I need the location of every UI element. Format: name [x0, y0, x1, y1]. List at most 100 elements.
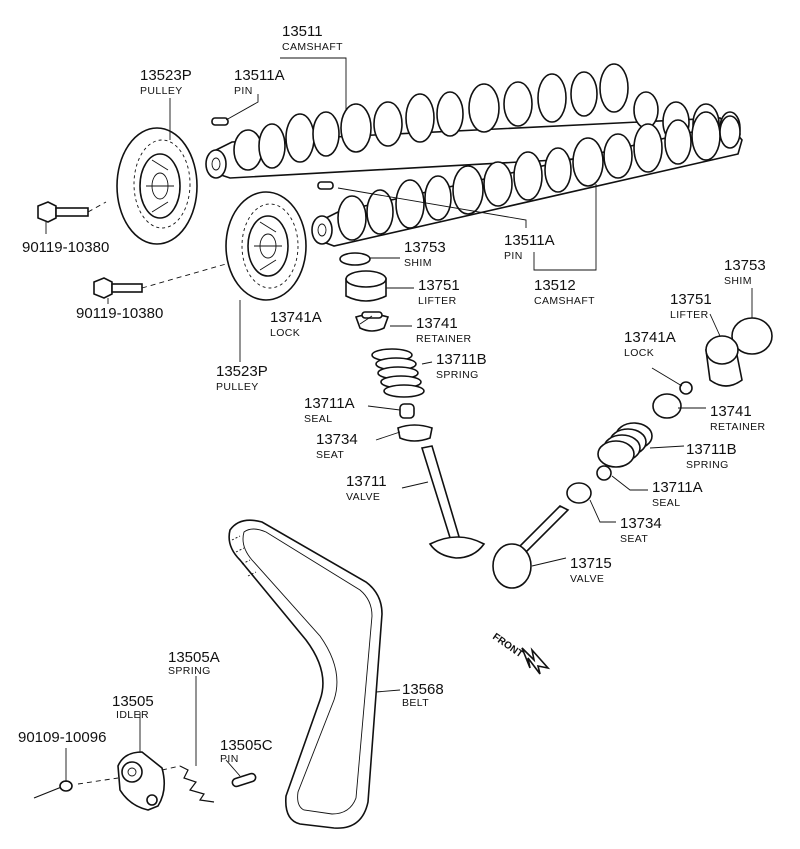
- part-name: LIFTER: [670, 309, 709, 321]
- part-number: 13711A: [304, 395, 355, 412]
- bolt-upper: [37, 201, 107, 223]
- callout-idler: 13505 IDLER: [112, 693, 154, 721]
- part-name: PIN: [504, 250, 523, 262]
- part-number: 13512: [534, 277, 576, 294]
- left-valve-stack: [339, 252, 486, 559]
- leader-lines: [45, 57, 753, 782]
- part-number: 13711B: [436, 351, 487, 368]
- part-name: SPRING: [436, 369, 479, 381]
- callout-seat-left: 13734 SEAT: [316, 431, 358, 461]
- part-number: 13711A: [652, 479, 703, 496]
- part-number: 13505: [112, 693, 154, 710]
- part-number: 13734: [620, 515, 662, 532]
- part-name: VALVE: [570, 573, 604, 585]
- part-name: CAMSHAFT: [534, 295, 595, 307]
- callout-belt: 13568 BELT: [402, 681, 444, 709]
- callout-spring-right: 13711B SPRING: [686, 441, 737, 471]
- part-name: SPRING: [686, 459, 729, 471]
- part-number: 13734: [316, 431, 358, 448]
- callout-pin-upper: 13511A PIN: [234, 67, 285, 97]
- callout-shim-left: 13753 SHIM: [404, 239, 446, 269]
- part-name: LIFTER: [418, 295, 457, 307]
- callout-pin-lower: 13511A PIN: [504, 232, 555, 262]
- part-number: 13741: [710, 403, 752, 420]
- part-number: 13505A: [168, 649, 220, 666]
- callout-camshaft-upper: 13511 CAMSHAFT: [282, 23, 343, 53]
- front-arrow: FRONT: [490, 631, 551, 675]
- callout-seat-right: 13734 SEAT: [620, 515, 662, 545]
- part-name: SHIM: [724, 275, 752, 287]
- part-name: IDLER: [116, 709, 149, 721]
- idler-assembly: [33, 751, 257, 811]
- part-number: 90119-10380: [76, 305, 163, 322]
- part-number: 13568: [402, 681, 444, 698]
- callout-camshaft-lower: 13512 CAMSHAFT: [534, 277, 595, 307]
- part-number: 13715: [570, 555, 612, 572]
- callout-valve-right: 13715 VALVE: [570, 555, 612, 585]
- part-name: LOCK: [624, 347, 654, 359]
- pin-upper: [211, 117, 229, 126]
- part-number: 13751: [670, 291, 712, 308]
- part-name: SEAT: [316, 449, 344, 461]
- callout-seal-right: 13711A SEAL: [652, 479, 703, 509]
- part-number: 13523P: [216, 363, 268, 380]
- part-name: BELT: [402, 697, 429, 709]
- part-name: PIN: [220, 753, 239, 765]
- callout-pulley-lower: 13523P PULLEY: [216, 363, 268, 393]
- callout-shim-right: 13753 SHIM: [724, 257, 766, 287]
- callout-bolt-upper: 90119-10380: [22, 239, 109, 256]
- callout-seal-left: 13711A SEAL: [304, 395, 355, 425]
- right-valve-stack: [492, 317, 773, 589]
- part-name: SEAT: [620, 533, 648, 545]
- callout-bolt-lower: 90119-10380: [76, 305, 163, 322]
- pulley-upper: [116, 127, 198, 245]
- part-name: SHIM: [404, 257, 432, 269]
- part-name: RETAINER: [416, 333, 472, 345]
- part-number: 13505C: [220, 737, 273, 754]
- callout-lock-left: 13741A LOCK: [270, 309, 322, 339]
- part-number: 13511: [282, 23, 323, 40]
- camshaft-lower: [311, 111, 743, 247]
- part-number: 13511A: [504, 232, 555, 249]
- part-number: 13711B: [686, 441, 737, 458]
- part-name: SPRING: [168, 665, 211, 677]
- pin-lower: [317, 181, 334, 190]
- part-number: 90119-10380: [22, 239, 109, 256]
- part-number: 13753: [404, 239, 446, 256]
- front-arrow-label: FRONT: [490, 631, 525, 660]
- part-name: SEAL: [652, 497, 680, 509]
- part-number: 13741: [416, 315, 458, 332]
- callout-pulley-upper: 13523P PULLEY: [140, 67, 192, 97]
- callout-spring-left: 13711B SPRING: [436, 351, 487, 381]
- part-number: 13511A: [234, 67, 285, 84]
- callout-valve-left: 13711 VALVE: [346, 473, 387, 503]
- part-number: 13751: [418, 277, 460, 294]
- part-number: 90109-10096: [18, 729, 106, 746]
- callout-retainer-left: 13741 RETAINER: [416, 315, 472, 345]
- pulley-lower: [225, 191, 307, 301]
- part-name: PULLEY: [140, 85, 183, 97]
- part-name: VALVE: [346, 491, 380, 503]
- part-number: 13523P: [140, 67, 192, 84]
- timing-belt: [228, 519, 383, 829]
- part-number: 13741A: [624, 329, 676, 346]
- callout-retainer-right: 13741 RETAINER: [710, 403, 766, 433]
- part-name: RETAINER: [710, 421, 766, 433]
- callout-lifter-left: 13751 LIFTER: [418, 277, 460, 307]
- callout-idler-spring: 13505A SPRING: [168, 649, 220, 677]
- part-number: 13711: [346, 473, 387, 490]
- part-number: 13753: [724, 257, 766, 274]
- part-number: 13741A: [270, 309, 322, 326]
- callout-idler-pin: 13505C PIN: [220, 737, 273, 765]
- part-name: LOCK: [270, 327, 300, 339]
- camshaft-upper: [205, 63, 741, 179]
- bolt-lower: [93, 263, 227, 299]
- part-name: SEAL: [304, 413, 332, 425]
- callout-lifter-right: 13751 LIFTER: [670, 291, 712, 321]
- part-name: CAMSHAFT: [282, 41, 343, 53]
- callout-idler-bolt: 90109-10096: [18, 729, 106, 746]
- part-name: PULLEY: [216, 381, 259, 393]
- callout-lock-right: 13741A LOCK: [624, 329, 676, 359]
- part-name: PIN: [234, 85, 253, 97]
